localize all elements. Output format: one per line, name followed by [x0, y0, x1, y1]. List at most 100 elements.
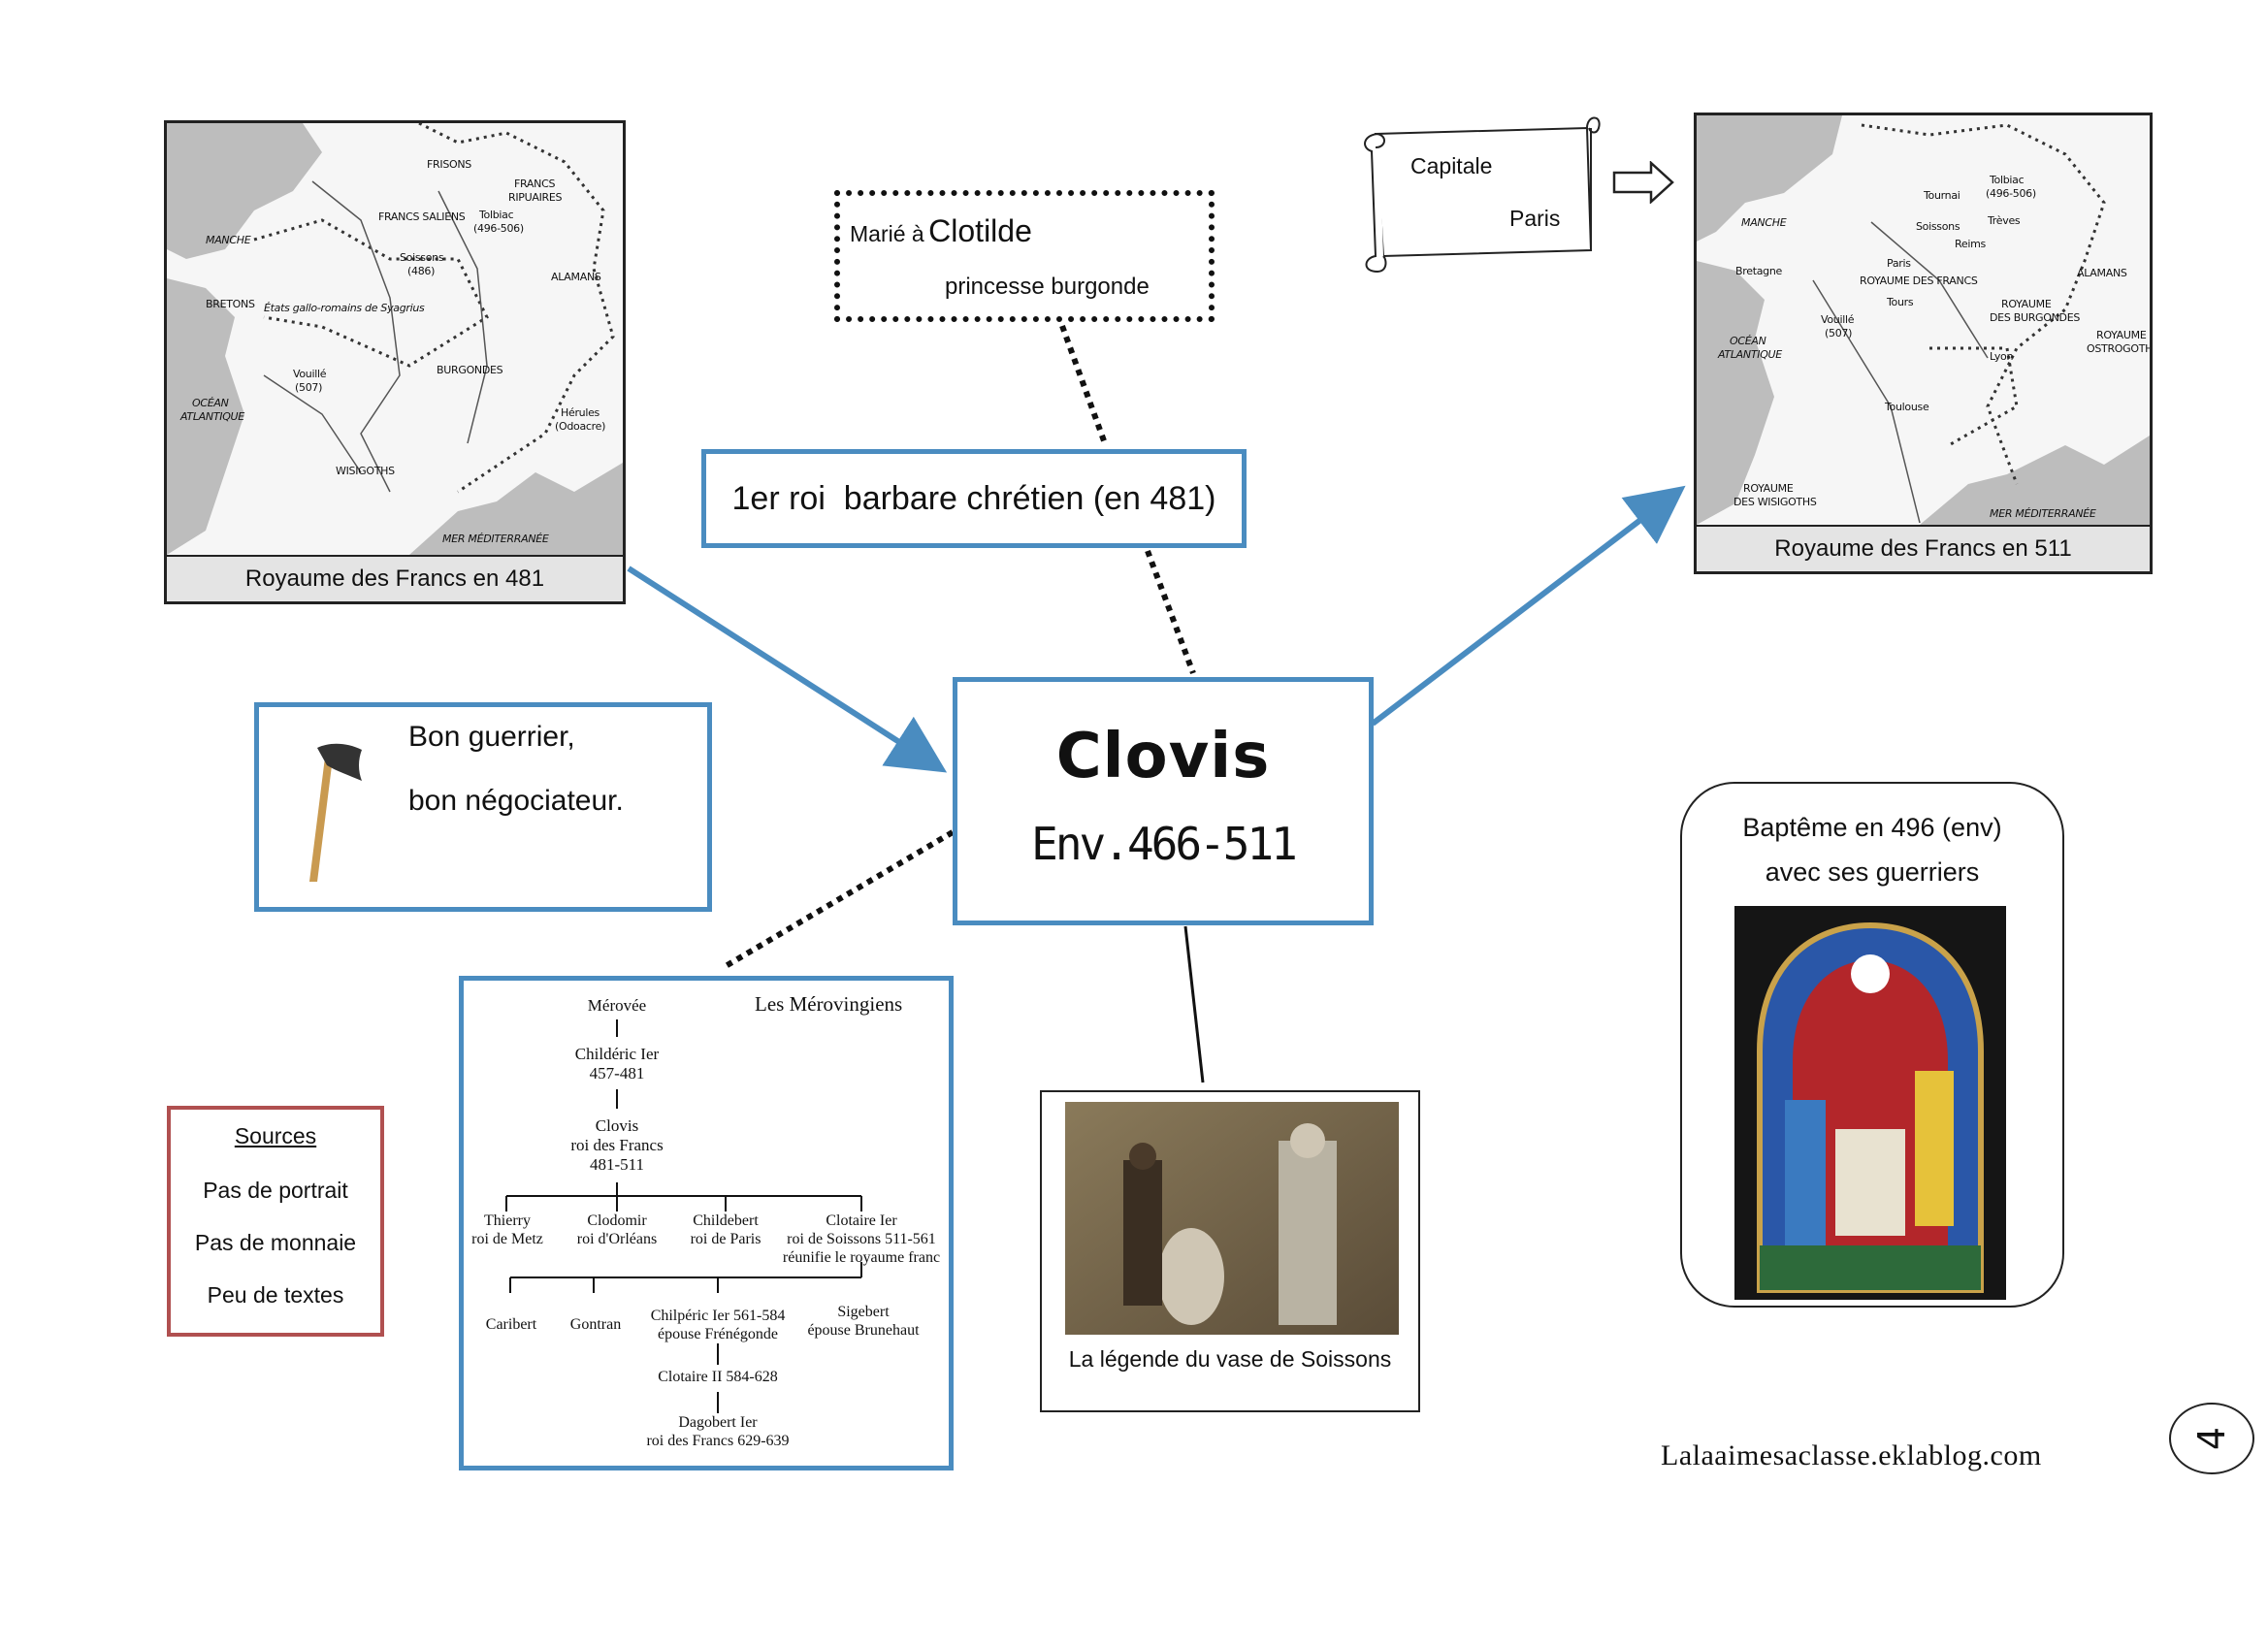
guerrier-box: Bon guerrier, bon négociateur. — [254, 702, 712, 912]
genealogy-childeric: Childéric Ier 457-481 — [530, 1045, 704, 1083]
axe-icon — [309, 743, 362, 882]
grandson-name: Caribert — [485, 1316, 537, 1333]
map511-label: ROYAUME — [2001, 298, 2052, 310]
arrow-map481-to-clovis — [627, 565, 948, 773]
son-title: roi d'Orléans — [576, 1231, 658, 1247]
dotted-clovis-to-genealogy — [724, 829, 955, 969]
genealogy-clovis: Clovis roi des Francs 481-511 — [530, 1116, 704, 1175]
sources-box: Sources Pas de portrait Pas de monnaie P… — [167, 1106, 384, 1337]
map481-label: (507) — [295, 381, 323, 394]
map-511-caption: Royaume des Francs en 511 — [1697, 525, 2150, 571]
map481-label: BURGONDES — [437, 364, 503, 376]
map511-label: MANCHE — [1741, 216, 1787, 229]
map511-label: ROYAUME — [1743, 482, 1794, 495]
map511-label: Trèves — [1988, 214, 2021, 227]
genealogy-grandson: Sigebert épouse Brunehaut — [795, 1303, 931, 1340]
map481-label: (Odoacre) — [555, 420, 606, 433]
map481-label: WISIGOTHS — [336, 465, 395, 477]
clotilde-box: Marié à Clotilde princesse burgonde — [834, 190, 1215, 322]
map511-label: OCÉAN — [1730, 335, 1766, 347]
map511-label: Reims — [1955, 238, 1986, 250]
premier-roi-text: 1er roi barbare chrétien (en 481) — [731, 479, 1216, 517]
map481-label: États gallo-romains de Syagrius — [264, 302, 425, 314]
genealogy-grandson: Gontran — [555, 1316, 636, 1334]
map511-label: Paris — [1887, 257, 1911, 270]
gen-clovis-name: Clovis — [595, 1116, 639, 1135]
map-511-image: Tolbiac (496-506) Tournai Trèves MANCHE … — [1697, 115, 2150, 525]
map-481: FRISONS FRANCS RIPUAIRES FRANCS SALIENS … — [164, 120, 626, 604]
guerrier-line2: bon négociateur. — [408, 785, 624, 817]
son-title: roi de Paris — [690, 1231, 761, 1247]
genealogy-grandson: Caribert — [470, 1316, 553, 1334]
footer-credit: Lalaaimesaclasse.eklablog.com — [1661, 1439, 2042, 1471]
grandson-title: épouse Frénégonde — [658, 1326, 778, 1342]
son-extra: réunifie le royaume franc — [782, 1249, 941, 1266]
clotilde-prefix: Marié à — [850, 221, 924, 246]
map-511: Tolbiac (496-506) Tournai Trèves MANCHE … — [1694, 113, 2153, 574]
clovis-name: Clovis — [1055, 721, 1271, 792]
gen-clovis-title: roi des Francs — [570, 1136, 664, 1154]
map511-label: ROYAUME DES FRANCS — [1860, 275, 1978, 287]
genealogy-clotaire2: Clotaire II 584-628 — [658, 1369, 778, 1385]
clovis-box: Clovis Env.466-511 — [953, 677, 1374, 925]
map511-label: Vouillé — [1821, 313, 1855, 326]
genealogy-grandson: Chilpéric Ier 561-584 épouse Frénégonde — [638, 1307, 797, 1343]
map511-label: Soissons — [1916, 220, 1960, 233]
son-title: roi de Soissons 511-561 — [787, 1231, 936, 1247]
sources-item: Pas de portrait — [203, 1178, 348, 1203]
bapteme-box: Baptême en 496 (env) avec ses guerriers — [1680, 782, 2064, 1308]
genealogy-title: Les Mérovingiens — [755, 992, 903, 1016]
clotilde-line: Marié à Clotilde — [850, 213, 1032, 249]
map511-label: Tolbiac — [1990, 174, 2025, 186]
son-title: roi de Metz — [471, 1231, 543, 1247]
bapteme-line2: avec ses guerriers — [1765, 857, 1980, 887]
son-name: Clodomir — [587, 1212, 647, 1229]
vase-box: La légende du vase de Soissons — [1040, 1090, 1420, 1412]
map511-label: ALAMANS — [2077, 267, 2127, 279]
page-number: 4 — [2190, 1426, 2233, 1451]
genealogy-tree-lines — [505, 1019, 862, 1413]
map481-label: Vouillé — [293, 368, 327, 380]
map481-label: MANCHE — [206, 234, 251, 246]
map-481-image: FRISONS FRANCS RIPUAIRES FRANCS SALIENS … — [167, 123, 623, 555]
capitale-value: Paris — [1509, 206, 1561, 231]
stained-glass-image — [1734, 906, 2006, 1300]
grandson-name: Sigebert — [837, 1304, 890, 1320]
map511-label: MER MÉDITERRANÉE — [1990, 507, 2096, 520]
genealogy-box: Les Mérovingiens Mérovée Childéric Ier 4… — [459, 976, 954, 1470]
genealogy-dagobert: Dagobert Ier roi des Francs 629-639 — [609, 1413, 826, 1450]
genealogy-son: Clotaire Ier roi de Soissons 511-561 réu… — [778, 1212, 945, 1267]
map481-label: ALAMANS — [551, 271, 601, 283]
dagobert-name: Dagobert Ier — [678, 1414, 758, 1431]
map481-label: FRISONS — [427, 158, 471, 171]
dotted-roi-to-clovis — [1145, 549, 1196, 675]
map511-label: DES BURGONDES — [1990, 311, 2081, 324]
genealogy-son: Clodomir roi d'Orléans — [559, 1212, 675, 1248]
map511-label: ATLANTIQUE — [1718, 348, 1782, 361]
map481-label: FRANCS SALIENS — [378, 210, 466, 223]
sources-item: Pas de monnaie — [194, 1230, 357, 1255]
clotilde-name: Clotilde — [928, 213, 1032, 248]
premier-roi-box: 1er roi barbare chrétien (en 481) — [701, 449, 1247, 548]
childeric-dates: 457-481 — [589, 1064, 645, 1083]
clotilde-subtitle: princesse burgonde — [945, 274, 1150, 300]
grandson-title: épouse Brunehaut — [807, 1322, 920, 1339]
arrow-clovis-to-map511 — [1371, 485, 1686, 727]
map481-label: OCÉAN — [192, 397, 229, 409]
map481-label: ATLANTIQUE — [180, 410, 244, 423]
map481-label: (496-506) — [473, 222, 524, 235]
map481-label: Soissons — [400, 251, 444, 264]
line-clovis-to-vase — [1183, 925, 1205, 1083]
page-number-badge: 4 — [2169, 1403, 2254, 1474]
dagobert-title: roi des Francs 629-639 — [646, 1433, 790, 1449]
hollow-arrow-icon — [1612, 161, 1674, 204]
son-name: Childebert — [693, 1212, 759, 1229]
map511-label: Toulouse — [1885, 401, 1929, 413]
map511-label: Bretagne — [1735, 265, 1782, 277]
sources-title: Sources — [234, 1123, 317, 1148]
map-481-caption: Royaume des Francs en 481 — [167, 555, 623, 601]
sources-item: Peu de textes — [207, 1282, 344, 1308]
map511-label: (496-506) — [1986, 187, 2036, 200]
dotted-clotilde-to-roi — [1059, 324, 1109, 448]
